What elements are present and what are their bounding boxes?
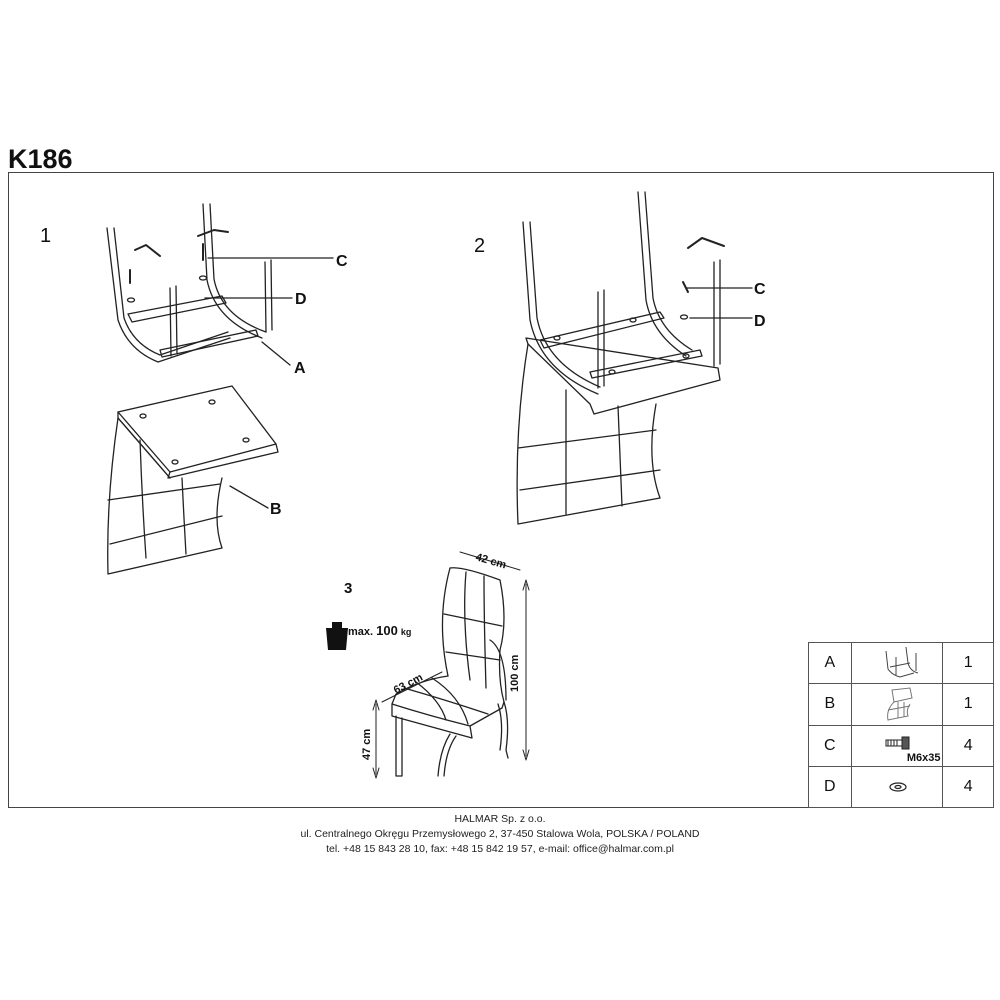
company-footer: HALMAR Sp. z o.o. ul. Centralnego Okręgu… xyxy=(0,812,1000,857)
assembled-chair-drawing xyxy=(372,551,530,779)
bolt-size-label: M6x35 xyxy=(906,751,941,764)
step-1-number: 1 xyxy=(40,225,51,247)
dimension-height: 100 cm xyxy=(509,654,521,692)
dimension-width: 42 cm xyxy=(474,551,508,571)
part-qty: 4 xyxy=(942,724,994,767)
load-value: 100 xyxy=(376,623,398,638)
weight-icon xyxy=(326,622,348,650)
part-qty: 1 xyxy=(942,641,994,685)
dimension-seat-height: 47 cm xyxy=(361,729,373,760)
assembly-step2-drawing xyxy=(516,191,753,525)
step-2-number: 2 xyxy=(474,235,485,257)
model-title: K186 xyxy=(8,144,73,174)
load-unit: kg xyxy=(401,627,412,637)
callout-a: A xyxy=(294,360,306,377)
part-row-d: D 4 xyxy=(808,765,994,809)
part-qty: 1 xyxy=(942,683,994,726)
parts-list: A 1 B 1 C M6x35 4 D xyxy=(808,641,994,809)
part-row-b: B 1 xyxy=(808,683,994,726)
part-code: A xyxy=(808,641,852,685)
company-address: ul. Centralnego Okręgu Przemysłowego 2, … xyxy=(300,828,700,840)
part-qty: 4 xyxy=(942,765,994,809)
seat-icon xyxy=(850,683,944,726)
callout-b: B xyxy=(270,501,282,518)
svg-text:max. 100 kg: max. 100 kg xyxy=(348,623,411,638)
company-name: HALMAR Sp. z o.o. xyxy=(454,813,546,825)
company-contact: tel. +48 15 843 28 10, fax: +48 15 842 1… xyxy=(326,843,674,855)
callout-d-step1: D xyxy=(295,291,307,308)
washer-icon xyxy=(850,765,944,809)
bolt-icon: M6x35 xyxy=(850,724,944,767)
part-code: C xyxy=(808,724,852,767)
instruction-frame xyxy=(8,172,994,808)
part-code: B xyxy=(808,683,852,726)
frame-a-drawing xyxy=(106,203,334,366)
callout-d-step2: D xyxy=(754,313,766,330)
part-code: D xyxy=(808,765,852,809)
seat-b-drawing xyxy=(107,385,279,575)
callout-c-step1: C xyxy=(336,253,348,270)
load-prefix: max. xyxy=(348,626,373,638)
step-3-number: 3 xyxy=(344,580,352,597)
part-row-a: A 1 xyxy=(808,641,994,685)
callout-c-step2: C xyxy=(754,281,766,298)
frame-icon xyxy=(850,641,944,685)
part-row-c: C M6x35 4 xyxy=(808,724,994,767)
